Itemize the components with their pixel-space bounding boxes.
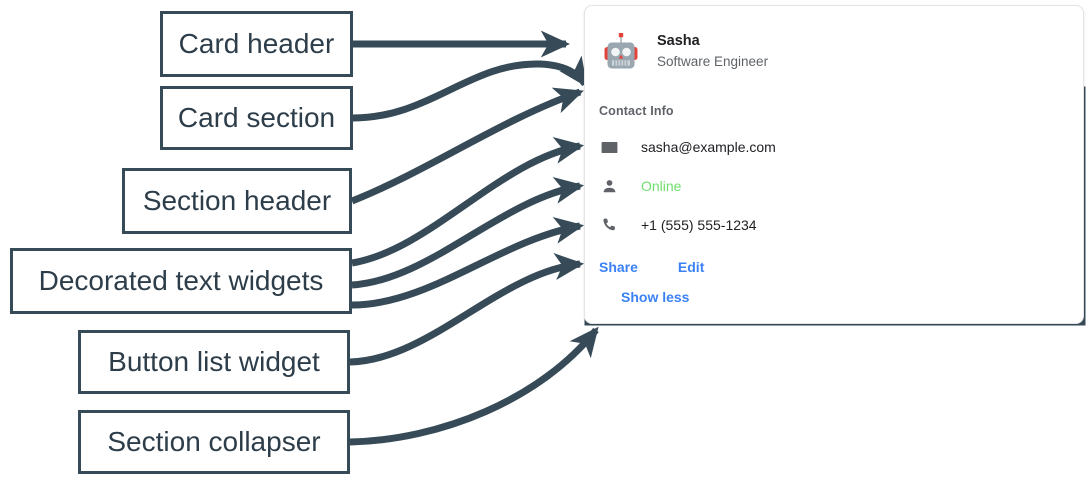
- card-subtitle: Software Engineer: [657, 54, 769, 70]
- callout-label: Section collapser: [107, 426, 321, 457]
- callout-section-header: Section header: [122, 168, 352, 234]
- arrow-decorated-3: [351, 217, 585, 309]
- phone-value: +1 (555) 555-1234: [641, 217, 757, 233]
- card-section: Contact Info sasha@example.com: [585, 104, 1083, 307]
- share-button[interactable]: Share: [599, 259, 638, 275]
- email-value: sasha@example.com: [641, 139, 776, 155]
- decorated-text-row: sasha@example.com: [599, 137, 1083, 157]
- callout-label: Card section: [177, 102, 336, 133]
- callout-label: Card header: [178, 28, 335, 59]
- callout-label: Section header: [142, 185, 332, 216]
- phone-icon: [599, 215, 619, 235]
- card-header-text: Sasha Software Engineer: [657, 31, 768, 72]
- email-icon: [599, 137, 619, 157]
- arrow-decorated-2: [351, 177, 585, 289]
- edit-button[interactable]: Edit: [677, 259, 705, 275]
- card-title: Sasha: [657, 33, 700, 50]
- arrow-button-list: [349, 253, 585, 366]
- section-header: Contact Info: [599, 104, 674, 118]
- section-collapser-button[interactable]: Show less: [621, 289, 690, 305]
- callout-label: Decorated text widgets: [38, 265, 324, 296]
- arrow-decorated-1: [351, 137, 585, 267]
- arrow-section-collapser: [349, 326, 599, 446]
- callout-card-section: Card section: [160, 86, 353, 150]
- callout-decorated-text-widgets: Decorated text widgets: [10, 248, 352, 314]
- button-list-widget: Share Edit: [599, 259, 1083, 275]
- card-header: Sasha Software Engineer: [585, 6, 1083, 84]
- arrow-section-header: [350, 87, 584, 205]
- robot-avatar-icon: [599, 30, 643, 74]
- contact-card: Sasha Software Engineer Contact Info sas…: [584, 5, 1084, 324]
- callout-button-list-widget: Button list widget: [78, 330, 350, 394]
- person-icon: [599, 176, 619, 196]
- callout-label: Button list widget: [108, 346, 320, 377]
- callout-card-header: Card header: [160, 11, 353, 77]
- decorated-text-row: +1 (555) 555-1234: [599, 215, 1083, 235]
- status-value: Online: [641, 178, 682, 194]
- decorated-text-row: Online: [599, 176, 1083, 196]
- callout-section-collapser: Section collapser: [78, 410, 350, 474]
- arrow-card-section: [352, 55, 588, 122]
